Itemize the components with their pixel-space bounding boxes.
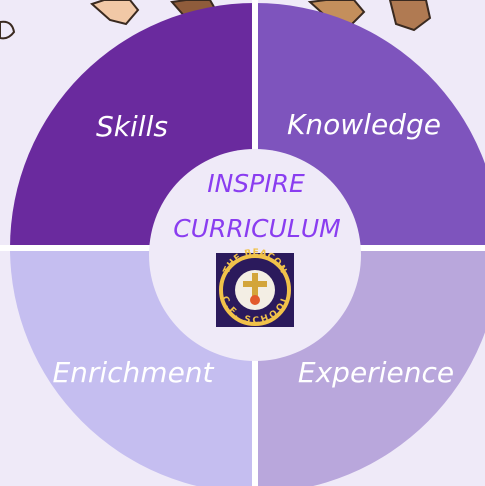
school-crest-logo: THE BEACON C.E. SCHOOL xyxy=(216,248,294,327)
hand-partial-left-edge xyxy=(0,20,16,40)
label-experience: Experience xyxy=(298,356,454,389)
label-knowledge: Knowledge xyxy=(287,108,441,141)
hand-shape xyxy=(90,0,140,26)
label-enrichment: Enrichment xyxy=(52,356,214,389)
hand-shape xyxy=(388,0,432,32)
hand-icon xyxy=(388,0,432,32)
label-skills: Skills xyxy=(96,110,168,143)
hand-icon xyxy=(90,0,140,26)
crest-cross-vertical xyxy=(252,273,258,303)
crest-flame-icon xyxy=(250,295,260,305)
crest-cross-horizontal xyxy=(243,281,267,287)
crest-ring xyxy=(219,254,291,326)
center-title-line1: INSPIRE xyxy=(207,169,305,198)
center-title-line2: CURRICULUM xyxy=(173,214,340,243)
